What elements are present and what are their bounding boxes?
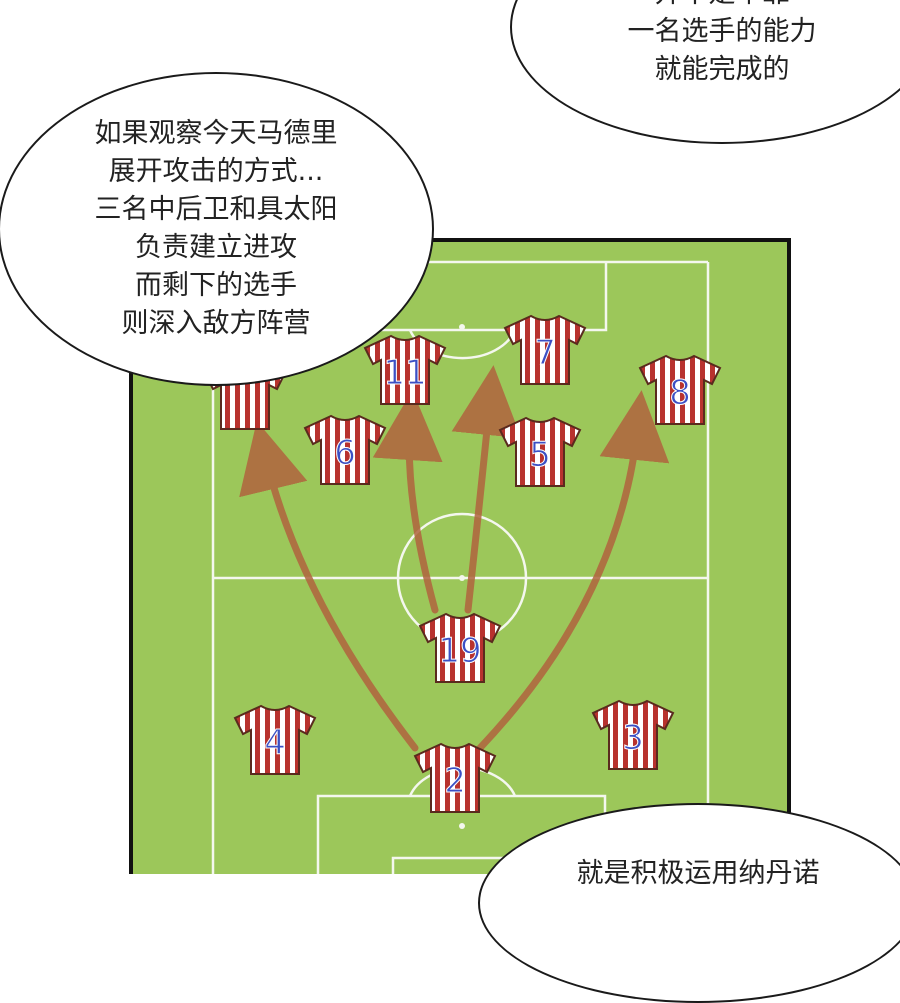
- player-jersey: 11: [363, 334, 447, 405]
- jersey-number: 5: [529, 435, 551, 475]
- bubble-line: 则深入敌方阵营: [121, 308, 311, 339]
- arrow-center-right: [451, 365, 522, 614]
- bubble-line: 并不是单靠: [655, 0, 790, 13]
- bubble-line: 三名中后卫和具太阳: [94, 194, 338, 225]
- arrow-right: [476, 390, 670, 752]
- player-jersey: 3: [591, 699, 675, 770]
- player-jersey: 6: [303, 414, 387, 485]
- attack-arrows: [239, 365, 670, 752]
- jersey-number: 19: [438, 631, 481, 671]
- player-jersey: 2: [413, 742, 497, 813]
- jersey-number: 6: [334, 433, 356, 473]
- jersey-number: 2: [444, 761, 466, 801]
- bubble-line: 就是积极运用纳丹诺: [576, 858, 820, 889]
- player-jersey: 5: [498, 416, 582, 487]
- arrow-left: [239, 420, 419, 752]
- player-jersey: 7: [503, 314, 587, 385]
- bubble-line: 就能完成的: [654, 54, 790, 85]
- bubble-line: 展开攻击的方式...: [108, 156, 324, 187]
- jersey-number: 4: [264, 723, 286, 763]
- jersey-number: 8: [669, 373, 691, 413]
- jersey-number: 3: [622, 718, 644, 758]
- bubble-line: 负责建立进攻: [135, 232, 297, 263]
- speech-bubble-bottom-right: 就是积极运用纳丹诺: [478, 803, 900, 1003]
- jersey-number: 11: [383, 353, 426, 393]
- player-jersey: 4: [233, 704, 317, 775]
- bubble-line: 而剩下的选手: [135, 270, 297, 301]
- arrow-center-left: [372, 390, 443, 614]
- football-tactics-illustration: 11 7 8 6 5 19 4 3 2: [129, 238, 791, 874]
- speech-bubble-left: 如果观察今天马德里 展开攻击的方式... 三名中后卫和具太阳 负责建立进攻 而剩…: [0, 72, 434, 386]
- bubble-line: 一名选手的能力: [627, 16, 817, 47]
- bubble-line: 如果观察今天马德里: [94, 118, 338, 149]
- player-jersey: 19: [418, 612, 502, 683]
- jersey-number: 7: [534, 333, 556, 373]
- player-jersey: 8: [638, 354, 722, 425]
